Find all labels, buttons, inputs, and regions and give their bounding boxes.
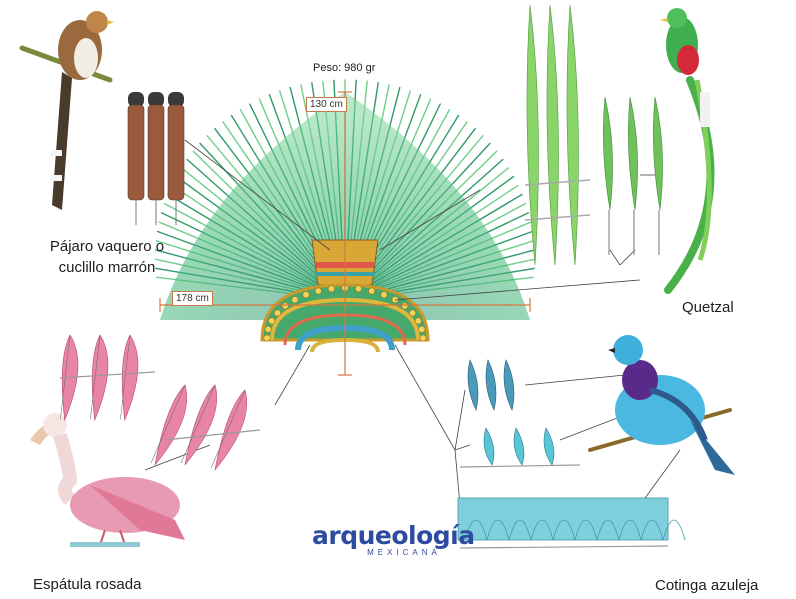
spoonbill-illustration — [30, 413, 185, 547]
logo-subtitle: MEXICANA — [367, 548, 441, 557]
cotinga-feathers — [457, 359, 686, 549]
arqueologia-logo: arqueología MEXICANA — [312, 521, 475, 572]
cuckoo-feathers — [127, 92, 185, 225]
weight-label: Peso: 980 gr — [313, 62, 376, 74]
spoonbill-label: Espátula rosada — [33, 576, 142, 593]
height-label: 130 cm — [306, 97, 347, 112]
connector-lines — [144, 139, 681, 506]
cotinga-illustration — [588, 335, 735, 475]
cuckoo-label-line-1: Pájaro vaquero o — [49, 238, 165, 255]
width-label: 178 cm — [172, 291, 213, 306]
logo-name: arqueología — [312, 521, 475, 550]
cuckoo-label-line-2: cuclillo marrón — [58, 259, 156, 276]
measurement-lines — [159, 91, 531, 376]
quetzal-illustration — [660, 8, 715, 294]
quetzal-feathers — [524, 4, 663, 266]
cuckoo-illustration — [19, 11, 114, 210]
quetzal-label: Quetzal — [682, 299, 734, 316]
spoonbill-feathers — [59, 334, 261, 471]
cotinga-label: Cotinga azuleja — [655, 577, 759, 594]
cuckoo-label: Pájaro vaquero o cuclillo marrón — [22, 236, 192, 278]
